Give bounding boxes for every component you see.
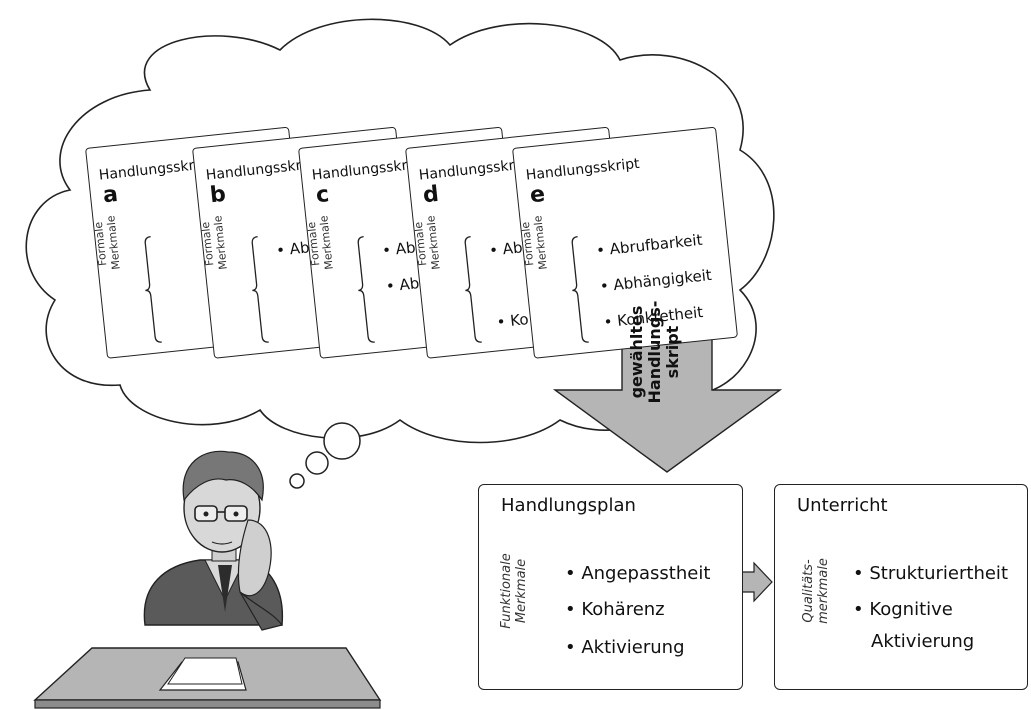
- script-card-brace: [144, 235, 162, 343]
- lesson-item: • Strukturiertheit: [853, 563, 1008, 584]
- script-card-item: • Ab: [381, 238, 417, 260]
- plan-item: • Angepasstheit: [565, 563, 711, 584]
- script-card-title: Handlungsskript: [525, 155, 641, 184]
- script-card-brace: [251, 235, 269, 343]
- lesson-box: Unterricht Qualitäts- merkmale • Struktu…: [774, 484, 1028, 690]
- script-card-brace: [464, 235, 482, 343]
- plan-box: Handlungsplan Funktionale Merkmale • Ang…: [478, 484, 743, 690]
- script-card-brace: [571, 235, 589, 343]
- thought-bubble-medium: [305, 451, 329, 475]
- script-card-c: Handlungsskript c Formale Merkmale • Ab …: [298, 126, 525, 359]
- plan-title: Handlungsplan: [501, 495, 636, 516]
- plan-item: • Aktivierung: [565, 637, 685, 658]
- script-card-item: • Abhängigkeit: [599, 265, 713, 296]
- plan-side-label: Funktionale Merkmale: [499, 553, 529, 629]
- script-card-item: • Ab: [488, 238, 524, 260]
- script-card-item: • Ko: [495, 310, 530, 332]
- lesson-item: • Kognitive: [853, 599, 953, 620]
- script-card-brace: [357, 235, 375, 343]
- script-card-b: Handlungsskript b Formale Merkmale • Ab: [192, 126, 419, 359]
- script-card-item: • Ab: [275, 238, 311, 260]
- script-card-item: • Ab: [385, 274, 421, 296]
- thought-bubble-large: [323, 422, 361, 460]
- plan-item: • Kohärenz: [565, 599, 665, 620]
- script-card-a: Handlungsskript a Formale Merkmale: [85, 126, 312, 359]
- script-card-e: Handlungsskript e Formale Merkmale • Abr…: [512, 126, 739, 359]
- script-card-item: • Abrufbarkeit: [595, 230, 704, 260]
- script-card-d: Handlungsskript d Formale Merkmale • Ab …: [405, 126, 632, 359]
- lesson-item: Aktivierung: [871, 631, 975, 652]
- selected-script-label: gewähltes Handlungs- skript: [627, 300, 682, 404]
- teacher-illustration: [33, 450, 382, 709]
- lesson-side-label: Qualitäts- merkmale: [801, 558, 831, 624]
- thought-bubble-small: [289, 473, 305, 489]
- lesson-title: Unterricht: [797, 495, 888, 516]
- plan-to-lesson-arrow: [741, 561, 773, 603]
